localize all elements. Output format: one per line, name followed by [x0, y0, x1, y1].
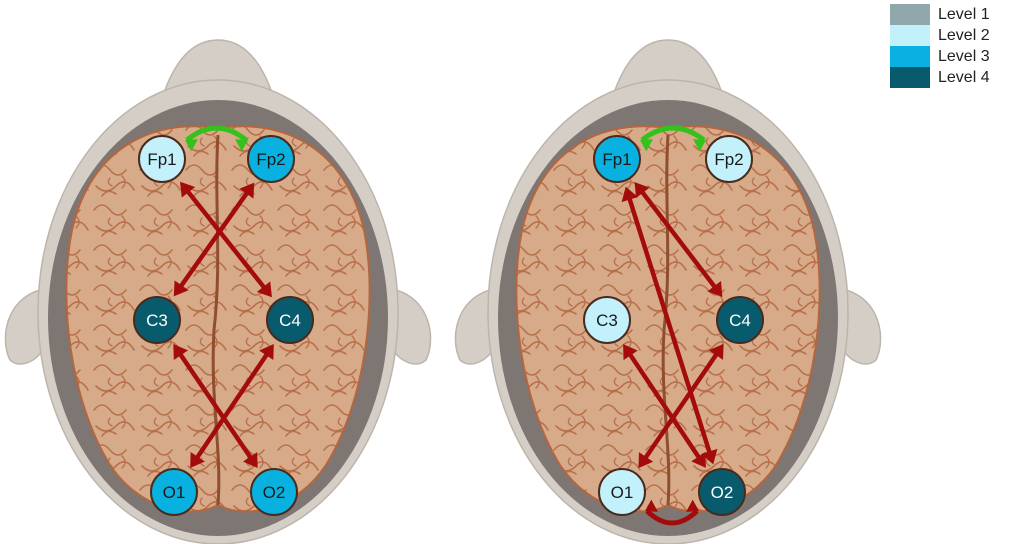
- electrode-label: O2: [711, 483, 734, 502]
- electrode-fp2: Fp2: [706, 136, 752, 182]
- electrode-o2: O2: [699, 469, 745, 515]
- legend-label: Level 2: [938, 28, 990, 43]
- legend-item-level-4: Level 4: [890, 67, 1008, 88]
- electrode-fp1: Fp1: [594, 136, 640, 182]
- electrode-label: Fp2: [256, 150, 285, 169]
- electrode-c4: C4: [267, 297, 313, 343]
- head-right: [455, 40, 880, 544]
- legend: Level 1 Level 2 Level 3 Level 4: [890, 4, 1008, 88]
- electrode-label: C4: [729, 311, 751, 330]
- electrode-fp1: Fp1: [139, 136, 185, 182]
- legend-item-level-3: Level 3: [890, 46, 1008, 67]
- legend-item-level-1: Level 1: [890, 4, 1008, 25]
- electrode-o1: O1: [599, 469, 645, 515]
- electrode-c3: C3: [584, 297, 630, 343]
- legend-swatch: [890, 4, 930, 25]
- electrode-label: O1: [611, 483, 634, 502]
- electrode-fp2: Fp2: [248, 136, 294, 182]
- legend-label: Level 1: [938, 7, 990, 22]
- electrode-label: O2: [263, 483, 286, 502]
- electrode-label: Fp2: [714, 150, 743, 169]
- electrode-label: C3: [146, 311, 168, 330]
- legend-swatch: [890, 25, 930, 46]
- electrode-label: C3: [596, 311, 618, 330]
- electrode-c3: C3: [134, 297, 180, 343]
- legend-label: Level 3: [938, 49, 990, 64]
- electrode-c4: C4: [717, 297, 763, 343]
- legend-label: Level 4: [938, 70, 990, 85]
- electrode-label: Fp1: [147, 150, 176, 169]
- legend-item-level-2: Level 2: [890, 25, 1008, 46]
- legend-swatch: [890, 67, 930, 88]
- electrode-label: O1: [163, 483, 186, 502]
- head-left: [5, 40, 430, 544]
- legend-swatch: [890, 46, 930, 67]
- electrode-o1: O1: [151, 469, 197, 515]
- electrode-label: Fp1: [602, 150, 631, 169]
- electrode-o2: O2: [251, 469, 297, 515]
- electrode-label: C4: [279, 311, 301, 330]
